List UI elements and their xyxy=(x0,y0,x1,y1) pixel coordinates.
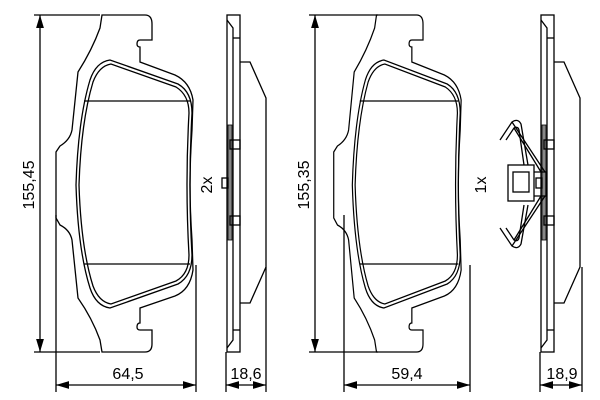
pad-1-quantity-label: 2x xyxy=(199,177,216,194)
pad-2-front-view xyxy=(333,14,462,353)
pad-2-width-dimension xyxy=(343,215,471,392)
pad-1-height-label: 155,45 xyxy=(21,160,38,209)
pad-2-thickness-label: 18,9 xyxy=(546,366,577,383)
pad-2-height-label: 155,35 xyxy=(296,160,313,209)
pad-1-height-dimension xyxy=(34,14,100,353)
pad-1-thickness-label: 18,6 xyxy=(230,366,261,383)
pad-2-thickness-dimension xyxy=(539,267,583,392)
pad-1-width-dimension xyxy=(55,215,197,392)
spring-clip xyxy=(499,119,547,249)
pad-1-width-label: 64,5 xyxy=(112,366,143,383)
pad-2-width-label: 59,4 xyxy=(391,366,422,383)
clip-quantity-label: 1x xyxy=(473,177,490,194)
pad-1-side-view xyxy=(221,14,267,353)
pad-2-side-view xyxy=(535,14,581,353)
pad-1-front-view xyxy=(55,14,194,353)
pad-1-thickness-dimension xyxy=(225,267,267,392)
